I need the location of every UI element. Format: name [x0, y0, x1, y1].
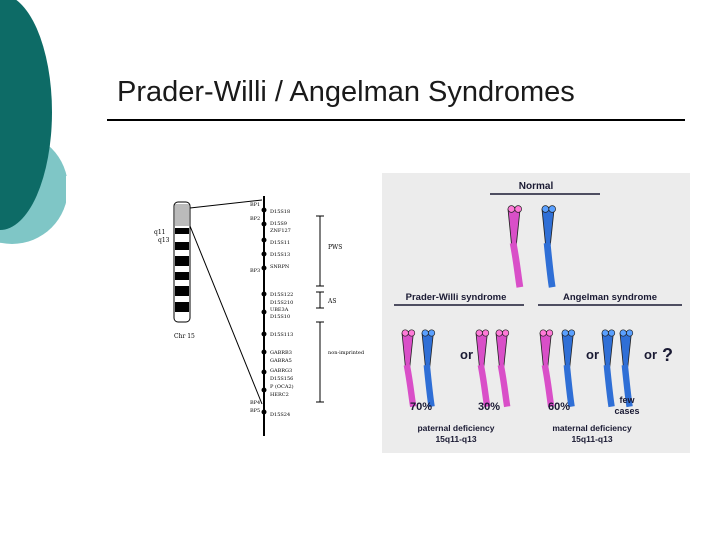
paternal-deficiency-caption: paternal deficiency: [417, 423, 494, 433]
pct-60: 60%: [548, 401, 570, 413]
svg-text:D15S122: D15S122: [270, 292, 293, 298]
dark-teal-ellipse: [0, 0, 52, 230]
few-cases-line2: cases: [614, 406, 639, 416]
pct-30: 30%: [478, 401, 500, 413]
svg-text:BP3: BP3: [250, 268, 260, 274]
title-underline: [107, 119, 685, 121]
svg-text:D15S24: D15S24: [270, 412, 290, 418]
locus-labels: D15S18 D15S9 ZNF127 D15S11 D15S13 SNRPN …: [270, 209, 294, 418]
region-label-as: AS: [327, 298, 336, 305]
svg-text:BP4: BP4: [250, 400, 260, 406]
pct-70: 70%: [410, 401, 432, 413]
svg-text:P (OCA2): P (OCA2): [270, 383, 294, 390]
svg-text:GABRA5: GABRA5: [270, 358, 292, 364]
svg-text:D15S10: D15S10: [270, 314, 290, 320]
svg-text:D15S11: D15S11: [270, 240, 290, 246]
normal-maternal-chromosome: [508, 206, 522, 288]
svg-text:GABRB3: GABRB3: [270, 350, 292, 356]
as-paternal-chromosome-b: [602, 330, 615, 407]
breakpoint-labels: BP1 BP2 BP3 BP4 BP5: [250, 202, 260, 414]
svg-text:D15S210: D15S210: [270, 300, 293, 306]
inheritance-figure: Normal Prader-Willi syndrome Angelman sy…: [382, 173, 690, 453]
svg-text:UBE3A: UBE3A: [270, 307, 289, 313]
region-label-non-imprinted: non-imprinted: [328, 350, 365, 356]
svg-text:D15S18: D15S18: [270, 209, 290, 215]
svg-text:D15S113: D15S113: [270, 332, 293, 338]
as-deleted-maternal-chromosome: [540, 330, 553, 407]
svg-text:D15S13: D15S13: [270, 252, 290, 258]
svg-text:BP5: BP5: [250, 408, 260, 414]
decorative-shapes: [0, 0, 68, 244]
as-label: Angelman syndrome: [563, 292, 657, 303]
pws-maternal-chromosome-c: [496, 330, 509, 407]
pws-deleted-paternal-chromosome: [422, 330, 435, 407]
locus-ticks: [261, 207, 267, 415]
slide-title: Prader-Willi / Angelman Syndromes: [117, 76, 575, 108]
or-label-3: or: [644, 347, 657, 362]
zoom-line-bottom: [189, 225, 263, 405]
as-paternal-chromosome-a: [562, 330, 575, 407]
band-label-q13: q13: [158, 237, 170, 244]
svg-text:BP1: BP1: [250, 202, 260, 208]
band-label-q11: q11: [154, 229, 165, 236]
maternal-deficiency-caption: maternal deficiency: [552, 423, 632, 433]
chromosome-label: Chr 15: [174, 333, 195, 340]
normal-label: Normal: [519, 181, 554, 192]
or-label-2: or: [586, 347, 599, 362]
svg-text:D15S156: D15S156: [270, 376, 293, 382]
svg-text:BP2: BP2: [250, 216, 260, 222]
few-cases-line1: few: [619, 395, 635, 405]
pws-maternal-chromosome-b: [476, 330, 489, 407]
pws-maternal-chromosome-a: [402, 330, 415, 407]
region-label-pws: PWS: [328, 244, 342, 251]
svg-text:HERC2: HERC2: [270, 392, 289, 398]
chromosome-ideogram: [173, 201, 191, 323]
chromosome-map-figure: q11 q13 Chr 15 BP1 BP2 BP3 BP4 BP5 D15S1…: [66, 176, 376, 448]
normal-paternal-chromosome: [542, 206, 556, 288]
zoom-line-top: [189, 199, 263, 209]
svg-text:D15S9: D15S9: [270, 221, 287, 227]
svg-text:GABRG3: GABRG3: [270, 368, 292, 374]
maternal-deficiency-region: 15q11-q13: [571, 434, 612, 444]
region-brackets: [316, 215, 324, 403]
pws-label: Prader-Willi syndrome: [406, 292, 507, 303]
svg-text:ZNF127: ZNF127: [270, 228, 291, 234]
or-label-1: or: [460, 347, 473, 362]
question-mark: ?: [662, 345, 673, 365]
paternal-deficiency-region: 15q11-q13: [435, 434, 476, 444]
svg-text:SNRPN: SNRPN: [270, 264, 290, 270]
